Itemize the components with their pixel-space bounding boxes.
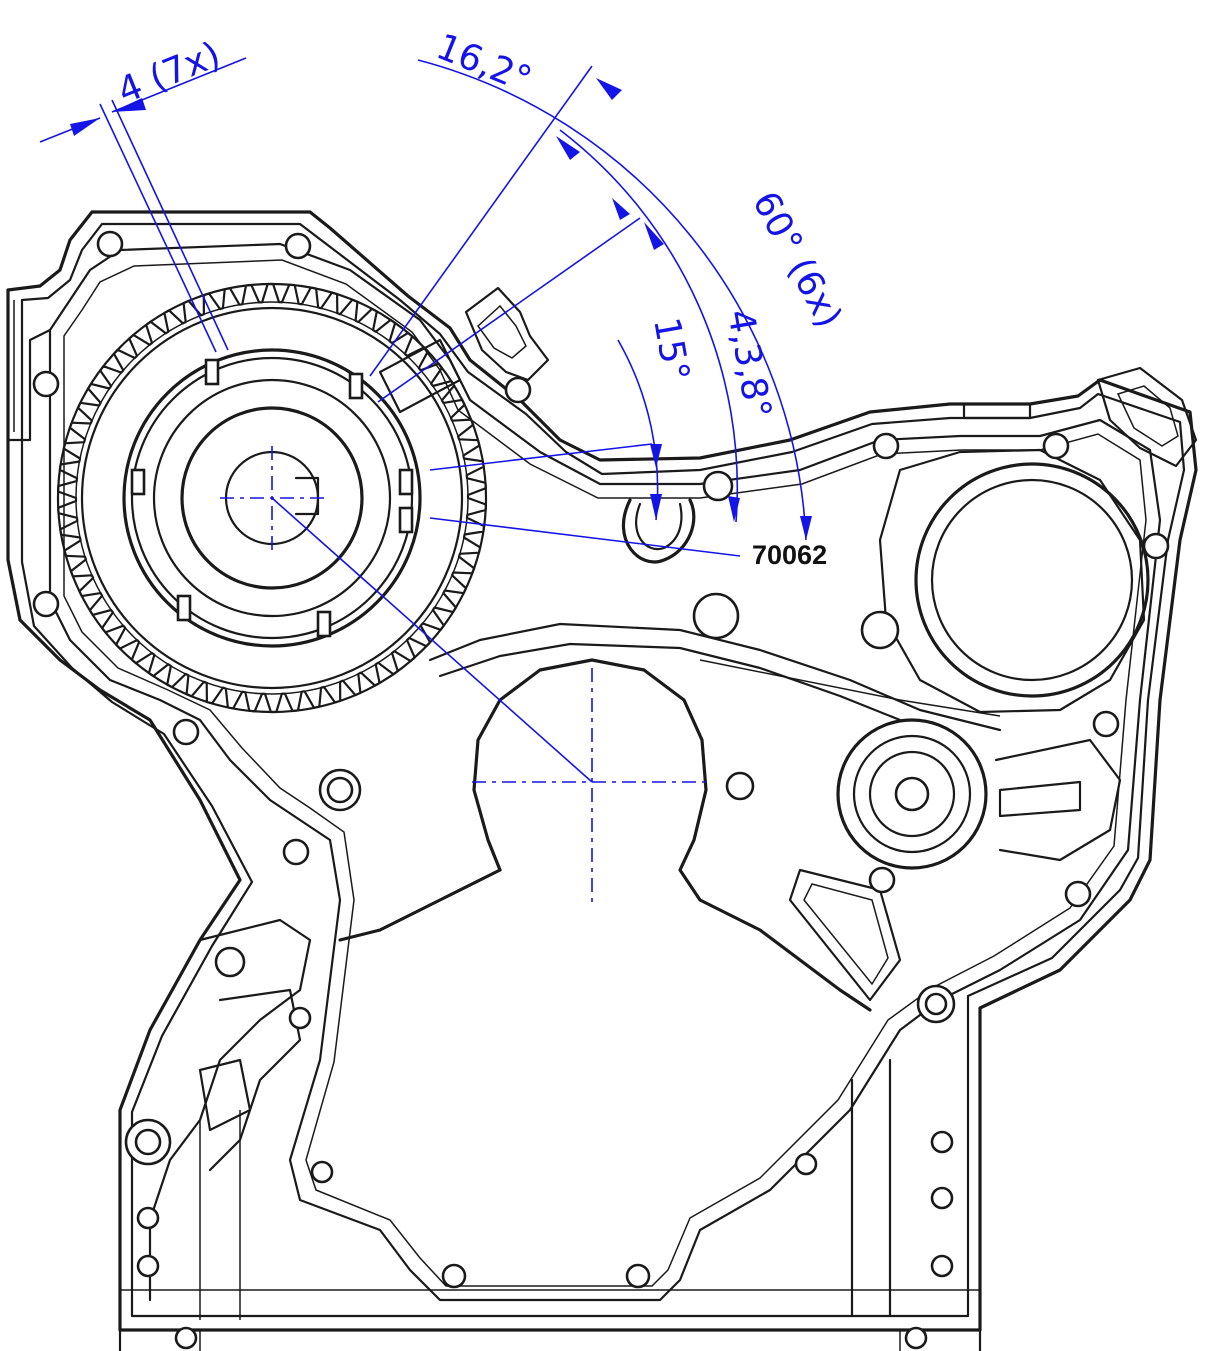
dim-rib-thickness: 4 (7x) <box>112 34 226 112</box>
gasket-channel <box>48 242 1162 1302</box>
dim-angle-15: 15° <box>645 314 696 384</box>
housing-outer-contour <box>6 210 1198 1332</box>
right-housing-chambers <box>788 366 1198 1002</box>
dimension-rib-thickness <box>39 57 247 353</box>
lower-left-casting <box>118 918 982 1351</box>
bolt-holes <box>32 230 1170 1350</box>
bayonet-tabs <box>130 358 414 638</box>
centerlines <box>220 446 712 906</box>
dim-angle-16-2: 16,2° <box>431 26 537 101</box>
dim-angle-4-3-8: 4,3,8° <box>719 306 778 421</box>
dimension-angles <box>369 59 812 557</box>
part-number-label: 70062 <box>752 540 827 570</box>
oil-port <box>622 498 696 564</box>
crankshaft-opening <box>338 622 1002 1012</box>
